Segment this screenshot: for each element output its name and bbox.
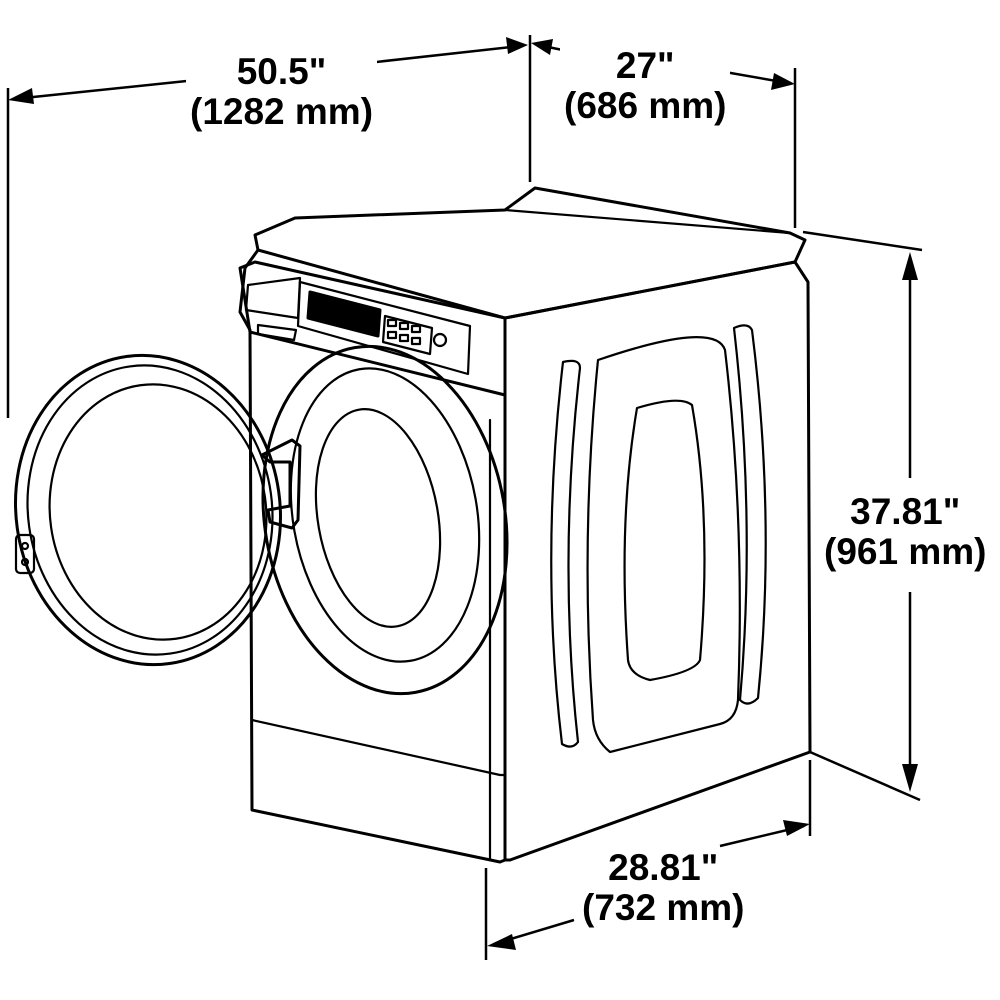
dimension-height: 37.81" (961 mm) [820,491,991,572]
dimension-width-total: 50.5" (1282 mm) [186,51,378,132]
arrow-head [506,37,528,54]
door-glass [48,383,268,641]
dimension-arrows [8,37,918,950]
control-console [296,280,472,376]
control-buttons [386,318,448,348]
washer-front-face [238,248,507,864]
pedestal-top-edge [250,718,507,777]
dimension-width: 27" (686 mm) [560,45,731,126]
dimension-height-metric: (961 mm) [824,531,987,572]
arrow-head [783,820,810,836]
washer-body [238,186,812,864]
side-emboss-right [732,324,767,705]
door-outer-ring [14,353,282,667]
dimension-width-total-metric: (1282 mm) [190,91,374,132]
arrow-head [487,934,516,950]
height-top-extension [802,230,923,252]
height-bottom-extension [809,750,921,802]
control-panel [238,260,507,397]
side-emboss-left [550,359,582,748]
arrow-head [771,73,795,90]
dimension-width-imperial: 27" [615,45,675,86]
arrow-head [531,39,553,55]
door-ring-inner-edge [26,364,274,656]
latch-screw-icon [20,541,30,551]
drawer-handle [256,323,298,342]
display-screen [306,290,382,338]
arrow-head [902,764,918,792]
side-emboss-center [586,336,741,754]
door-hinge [260,438,302,530]
side-emboss-inner [623,399,706,682]
drum-opening [314,408,442,628]
button-cluster [381,314,434,356]
door-opening-gasket [289,367,481,663]
dimension-width-total-imperial: 50.5" [236,51,327,92]
door-latch [14,533,36,575]
latch-screw-icon [20,557,30,567]
dimension-height-imperial: 37.81" [850,491,961,532]
extension-lines [6,35,923,960]
dimension-depth-metric: (732 mm) [582,887,745,928]
arrow-head [902,252,918,280]
door-opening-outer [261,344,509,696]
washer-door [14,353,302,667]
dimension-width-metric: (686 mm) [564,85,727,126]
dispenser-drawer [244,276,302,320]
dial-knob-icon [432,332,448,348]
top-front-edge [256,248,507,320]
top-back-edge [503,208,792,235]
dimension-depth: 28.81" (732 mm) [578,847,749,928]
dimension-depth-imperial: 28.81" [608,847,719,888]
arrow-head [8,88,34,104]
